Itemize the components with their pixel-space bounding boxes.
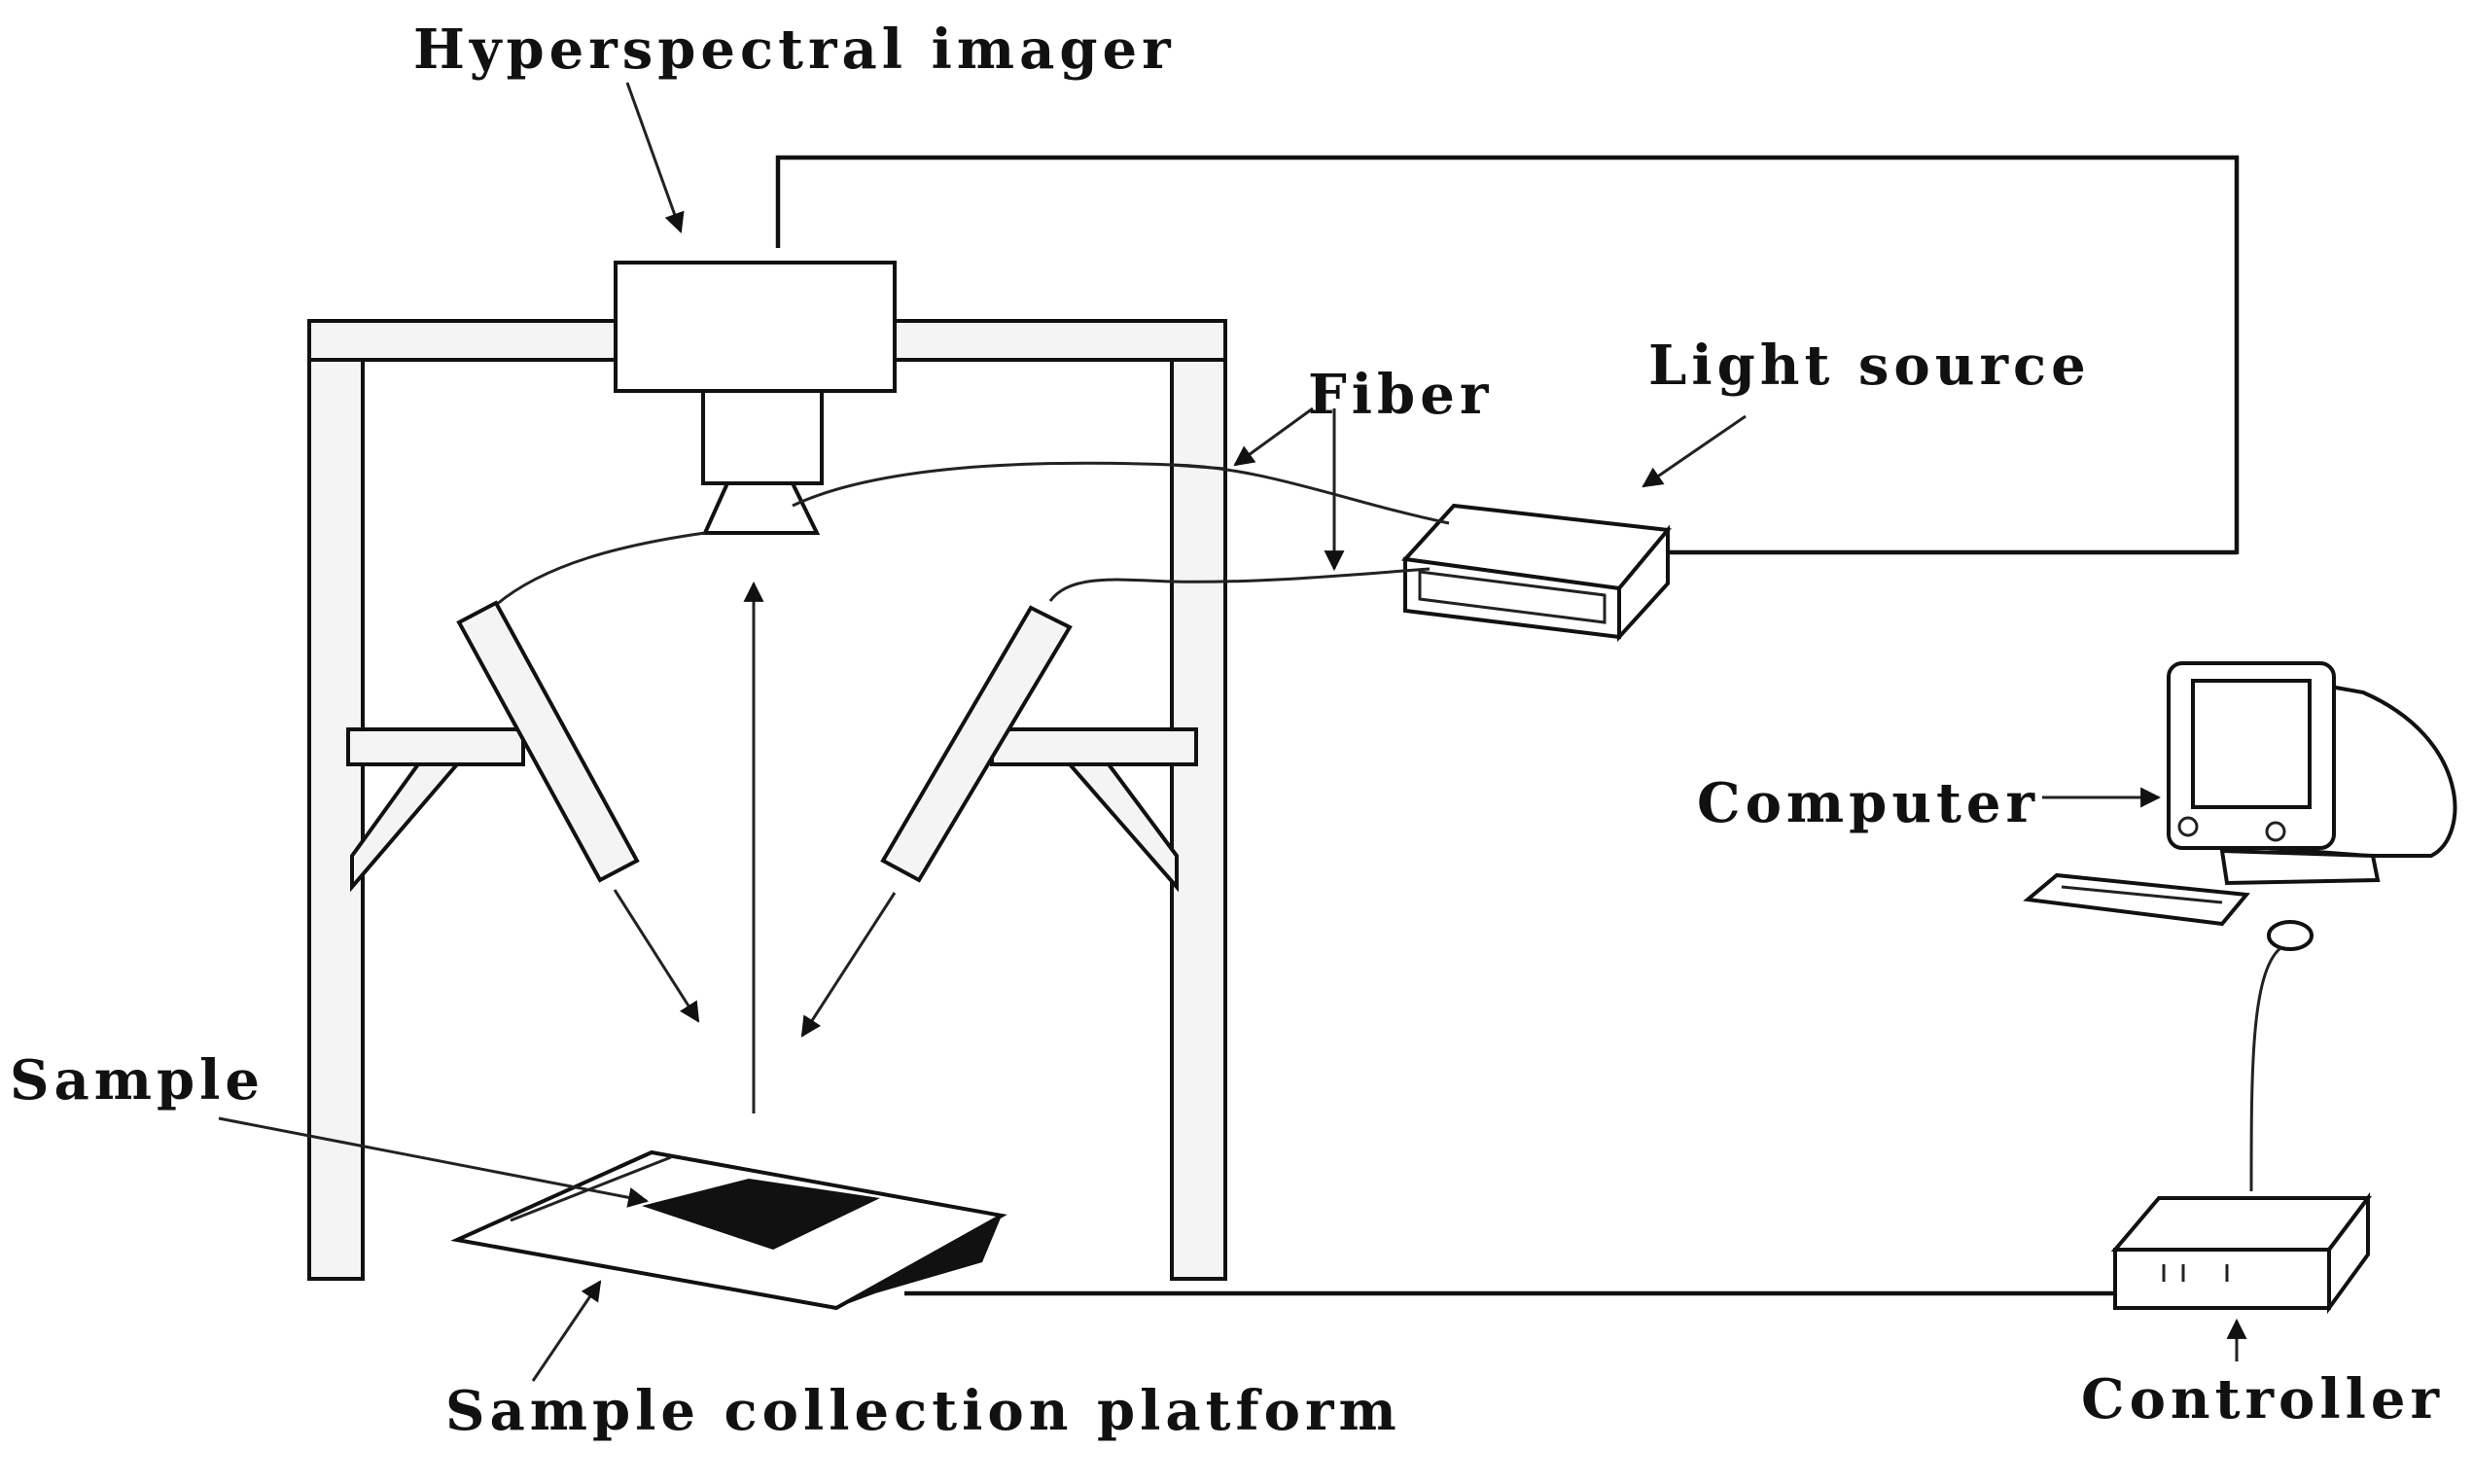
sample (642, 1179, 880, 1250)
light-ray-arrows (613, 581, 897, 1113)
controller (2110, 1192, 2373, 1315)
imager-cable (775, 155, 2240, 554)
hyperspectral-imager (614, 261, 897, 535)
sample-collection-platform-label: Sample collection platform (445, 1379, 1401, 1443)
illumination-tubes (456, 600, 1073, 883)
computer-label: Computer (1697, 771, 2039, 835)
label-leaders (218, 82, 2247, 1382)
hyperspectral-imager-label: Hyperspectral imager (413, 18, 1176, 82)
computer (2023, 661, 2457, 1192)
fiber-bundle (495, 461, 1450, 607)
support-frame (307, 319, 1227, 1281)
sample-label: Sample (10, 1048, 265, 1113)
light-source (1400, 503, 1672, 643)
fiber-label: Fiber (1308, 363, 1493, 427)
controller-label: Controller (2081, 1367, 2444, 1431)
light-source-label: Light source (1648, 334, 2091, 398)
